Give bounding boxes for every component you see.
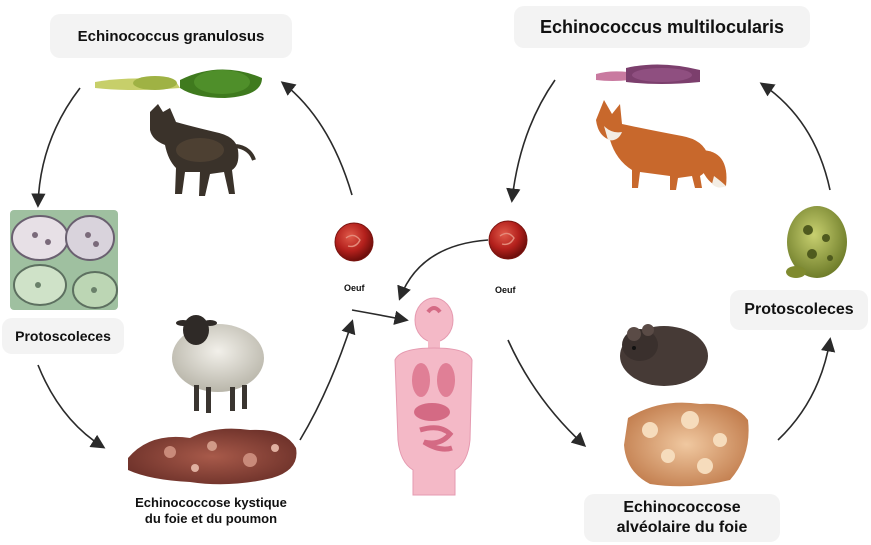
- arrow-liver-to-protoscoleces-right: [778, 340, 830, 440]
- left-protoscoleces-label: Protoscoleces: [2, 318, 124, 354]
- arrow-right-species-to-egg: [512, 80, 555, 200]
- arrow-egg-right-to-human: [400, 240, 488, 298]
- left-disease-label: Echinococcose kystique du foie et du pou…: [112, 486, 310, 536]
- egg-icon: [489, 221, 527, 259]
- right-species-label: Echinococcus multilocularis: [514, 6, 810, 48]
- egg-left-label: Oeuf: [344, 283, 365, 293]
- human-body-icon: [395, 298, 472, 495]
- sheep-icon: [172, 315, 264, 413]
- left-disease-line1: Echinococcose kystique: [135, 495, 287, 511]
- egg-icon: [335, 223, 373, 261]
- alveolar-liver-icon: [624, 403, 749, 487]
- arrow-liver-to-center: [300, 322, 352, 440]
- fox-icon: [596, 100, 726, 190]
- arrow-species-to-cysts: [38, 88, 80, 205]
- arrow-egg-left-to-human: [352, 310, 406, 320]
- tapeworm-green-icon: [95, 69, 262, 98]
- rodent-icon: [620, 324, 708, 386]
- dog-icon: [150, 104, 254, 196]
- protoscolex-icon: [786, 206, 847, 278]
- right-protoscoleces-label: Protoscoleces: [730, 290, 868, 330]
- arrow-protoscoleces-to-species-right: [762, 84, 830, 190]
- cyst-tissue-icon: [10, 210, 118, 310]
- left-disease-line2: du foie et du poumon: [145, 511, 277, 527]
- tapeworm-purple-icon: [596, 64, 700, 84]
- arrow-human-to-right-liver: [508, 340, 584, 445]
- arrow-protoscoleces-to-liver: [38, 365, 103, 447]
- arrow-egg-to-tapeworm: [283, 83, 352, 195]
- right-disease-line1: Echinococcose: [623, 498, 740, 518]
- egg-right-label: Oeuf: [495, 285, 516, 295]
- right-disease-line2: alvéolaire du foie: [617, 518, 748, 538]
- right-disease-label: Echinococcose alvéolaire du foie: [584, 494, 780, 542]
- left-species-label: Echinococcus granulosus: [50, 14, 292, 58]
- cystic-liver-icon: [128, 429, 297, 485]
